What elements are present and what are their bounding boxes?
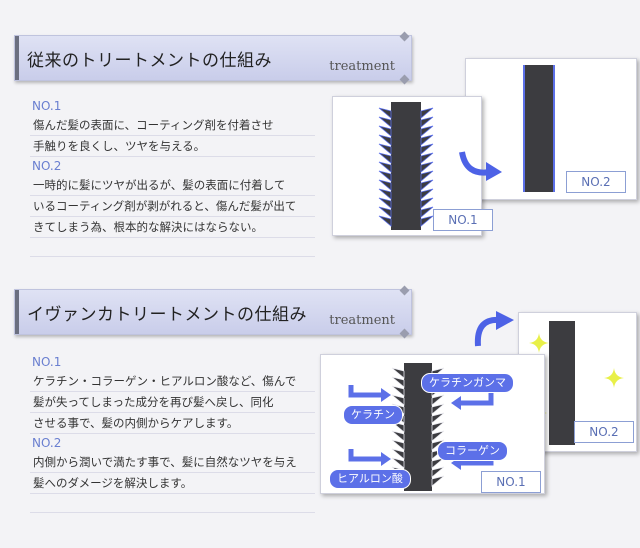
cuticle-spike	[431, 475, 445, 487]
item-line: いるコーティング剤が剥がれると、傷んだ髪が出て	[30, 196, 315, 217]
cuticle-spike	[431, 466, 445, 478]
cuticle-spike	[378, 152, 392, 164]
cuticle-spike	[420, 179, 434, 191]
curved-arrow-icon	[474, 311, 514, 347]
cuticle-spike	[420, 215, 434, 227]
hair-strand-damaged	[378, 102, 434, 230]
cuticle-spike	[420, 161, 434, 173]
divider	[30, 494, 315, 513]
section-header: イヴァンカトリートメントの仕組み treatment	[14, 285, 412, 339]
card-label: NO.2	[574, 421, 634, 443]
ingredient-badge: ヒアルロン酸	[329, 469, 411, 489]
corner-ornament	[399, 74, 410, 85]
section-header: 従来のトリートメントの仕組み treatment	[14, 31, 412, 85]
item-label: NO.1	[32, 355, 62, 369]
cuticle-spike	[391, 367, 405, 379]
inflow-arrow-icon	[348, 385, 381, 398]
cuticle-spike	[391, 439, 405, 451]
cuticle-spike	[378, 215, 392, 227]
cuticle-spike	[378, 134, 392, 146]
cuticle-spike	[420, 188, 434, 200]
description: NO.1 傷んだ髪の表面に、コーティング剤を付着させ 手触りを良くし、ツヤを与え…	[30, 97, 315, 257]
item-line: きてしまう為、根本的な解決にはならない。	[30, 217, 315, 238]
cuticle-spike	[391, 457, 405, 469]
cuticle-spike	[378, 125, 392, 137]
item-line: 髪が失ってしまった成分を再び髪へ戻し、同化	[30, 392, 315, 413]
card-label: NO.1	[433, 209, 493, 231]
item-line: 髪へのダメージを解決します。	[30, 473, 315, 494]
cuticle-spike	[391, 376, 405, 388]
section-title: 従来のトリートメントの仕組み	[27, 51, 272, 71]
cuticle-spike	[378, 170, 392, 182]
inflow-arrow-icon	[461, 393, 494, 406]
diagram-card-no1: NO.1	[332, 96, 493, 236]
item-line: させる事で、髪の内側からケアします。	[30, 413, 315, 434]
cuticle-spike	[431, 430, 445, 442]
item-line: ケラチン・コラーゲン・ヒアルロン酸など、傷んで	[30, 371, 315, 392]
cuticle-spike	[420, 116, 434, 128]
cuticle-spike	[378, 188, 392, 200]
cuticle-spike	[378, 206, 392, 218]
cuticle-spike	[431, 394, 445, 406]
cuticle-spike	[420, 134, 434, 146]
cuticle-spike	[378, 161, 392, 173]
ingredient-badge: ケラチンガンマ	[421, 373, 514, 393]
cuticle-spike	[378, 107, 392, 119]
ingredient-badge: ケラチン	[343, 405, 403, 425]
curved-arrow-icon	[459, 151, 502, 181]
ingredient-badge: コラーゲン	[437, 441, 508, 461]
cuticle-spike	[431, 421, 445, 433]
inflow-arrow-icon	[348, 449, 381, 462]
section-conventional: 従来のトリートメントの仕組み treatment NO.1 傷んだ髪の表面に、コ…	[0, 0, 640, 270]
cuticle-spike	[391, 385, 405, 397]
cuticle-spike	[391, 394, 405, 406]
item-label: NO.1	[32, 99, 62, 113]
item-line: 手触りを良くし、ツヤを与える。	[30, 136, 315, 157]
sparkle-icon	[529, 333, 549, 353]
section-subtitle: treatment	[329, 59, 395, 74]
item-label: NO.2	[32, 436, 62, 450]
divider	[30, 238, 315, 257]
section-ivanka: イヴァンカトリートメントの仕組み treatment NO.1 ケラチン・コラー…	[0, 270, 640, 548]
corner-ornament	[399, 31, 410, 42]
cuticle-spike	[431, 412, 445, 424]
cuticle-spike	[420, 170, 434, 182]
arrow-head	[451, 396, 461, 410]
cuticle-spike	[420, 143, 434, 155]
cuticle-spike	[391, 448, 405, 460]
section-subtitle: treatment	[329, 313, 395, 328]
section-title: イヴァンカトリートメントの仕組み	[27, 305, 307, 325]
corner-ornament	[399, 285, 410, 296]
item-line: 内側から潤いで満たす事で、髪に自然なツヤを与え	[30, 452, 315, 473]
arrow-head	[381, 388, 391, 402]
cuticle-spike	[420, 152, 434, 164]
cuticle-spike	[420, 107, 434, 119]
cuticle-spike	[420, 206, 434, 218]
cuticle-spike	[378, 197, 392, 209]
item-line: 傷んだ髪の表面に、コーティング剤を付着させ	[30, 115, 315, 136]
description: NO.1 ケラチン・コラーゲン・ヒアルロン酸など、傷んで 髪が失ってしまった成分…	[30, 353, 315, 513]
cuticle-spike	[378, 143, 392, 155]
cuticle-spike	[391, 430, 405, 442]
item-line: 一時的に髪にツヤが出るが、髪の表面に付着して	[30, 175, 315, 196]
sparkle-icon	[604, 368, 624, 388]
corner-ornament	[399, 328, 410, 339]
card-label: NO.2	[566, 171, 626, 193]
cuticle-spike	[420, 197, 434, 209]
cuticle-spike	[431, 403, 445, 415]
cuticle-spike	[431, 457, 445, 469]
cuticle-spike	[378, 116, 392, 128]
diagram-card-no1: ケラチンガンマ ケラチン コラーゲン ヒアルロン酸 NO.1	[320, 354, 545, 494]
cuticle-spike	[420, 125, 434, 137]
arrow-head	[381, 452, 391, 466]
hair-strand-smooth	[523, 65, 555, 192]
card-label: NO.1	[481, 471, 541, 493]
item-label: NO.2	[32, 159, 62, 173]
cuticle-spike	[378, 179, 392, 191]
